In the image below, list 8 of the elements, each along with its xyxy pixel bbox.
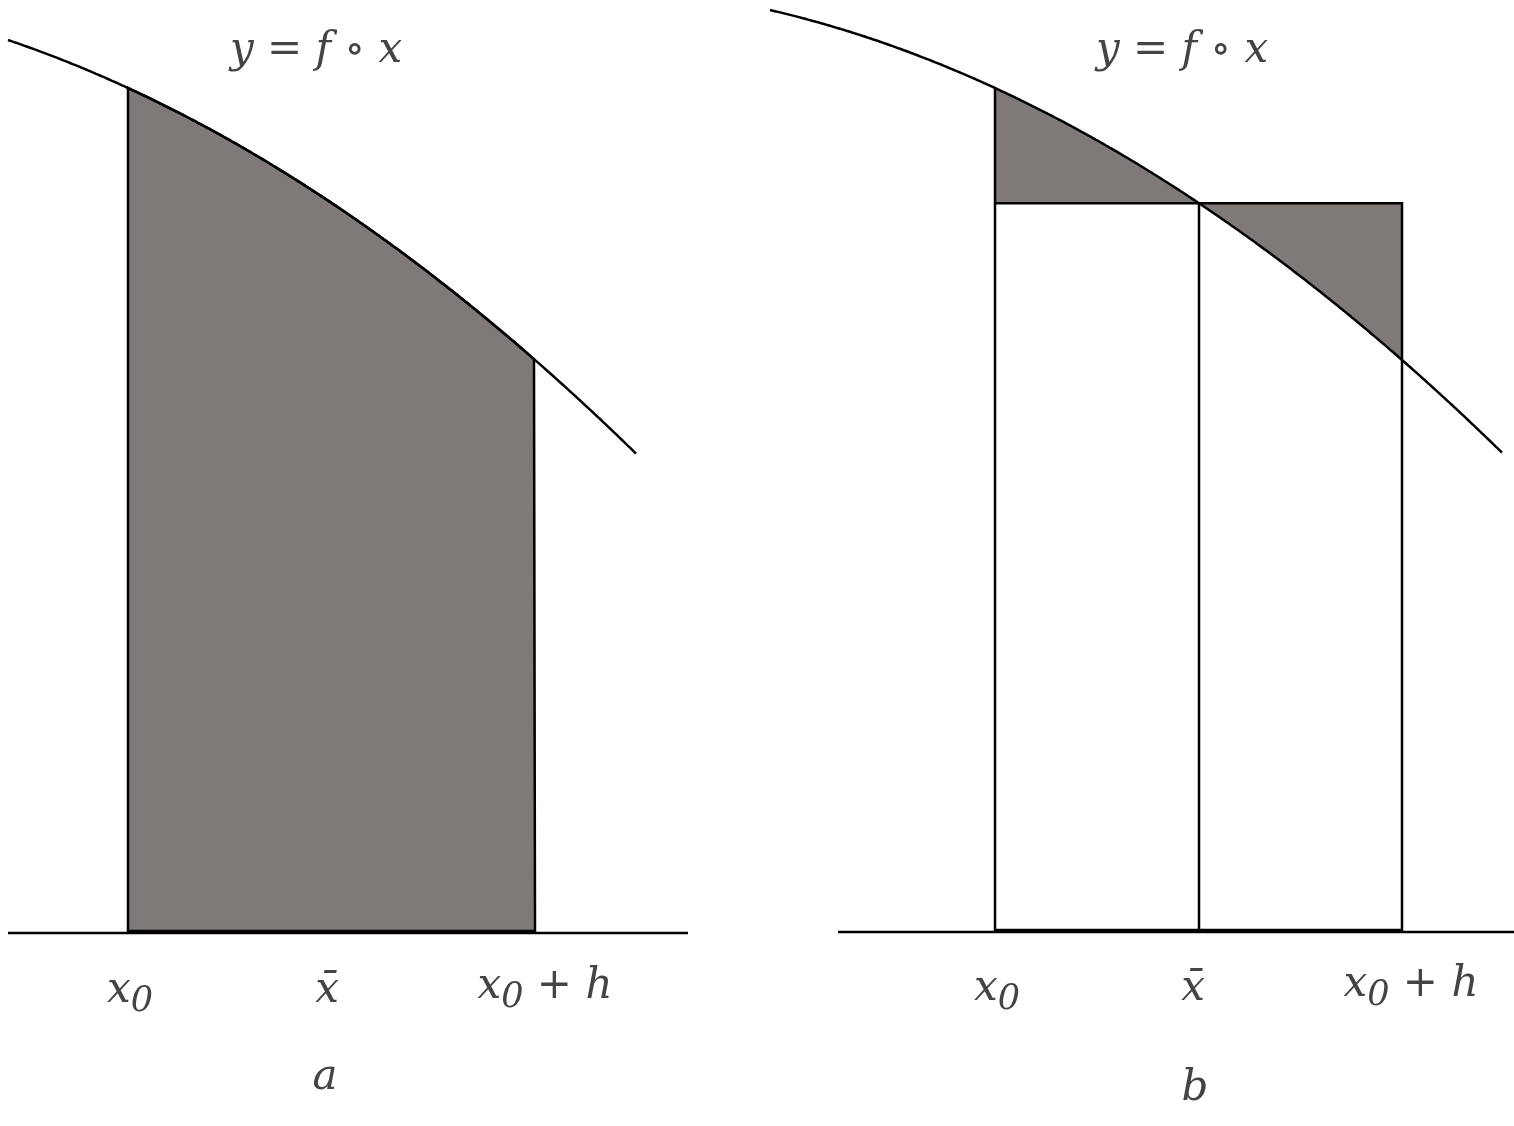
tick-label: x$_{0}$ + h (1343, 960, 1479, 1012)
tick-label: x$_{0}$ + h (477, 962, 613, 1014)
panel-label: b (1181, 1065, 1209, 1107)
tick-label: x$_{0}$ (107, 966, 153, 1018)
panel-label: a (312, 1054, 338, 1096)
tick-label: x$_{0}$ (974, 964, 1020, 1016)
tick-label: x̄ (315, 967, 339, 1009)
tick-label: x̄ (1181, 965, 1205, 1007)
